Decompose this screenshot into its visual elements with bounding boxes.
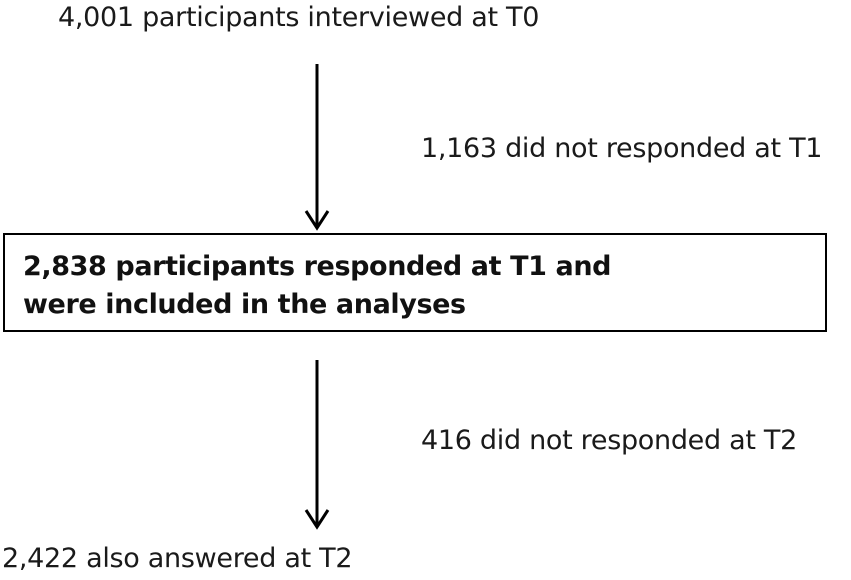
arrow-t1-to-t2 [304,360,330,530]
included-box-line-2: were included in the analyses [23,289,466,320]
arrow-t0-to-t1 [304,64,330,231]
included-participants-box: 2,838 participants responded at T1 and w… [3,233,827,332]
included-box-line-1: 2,838 participants responded at T1 and [23,251,612,282]
start-node-t0: 4,001 participants interviewed at T0 [58,2,540,33]
end-node-t2: 2,422 also answered at T2 [2,543,353,574]
dropout-label-t2: 416 did not responded at T2 [421,425,797,456]
dropout-label-t1: 1,163 did not responded at T1 [421,133,823,164]
